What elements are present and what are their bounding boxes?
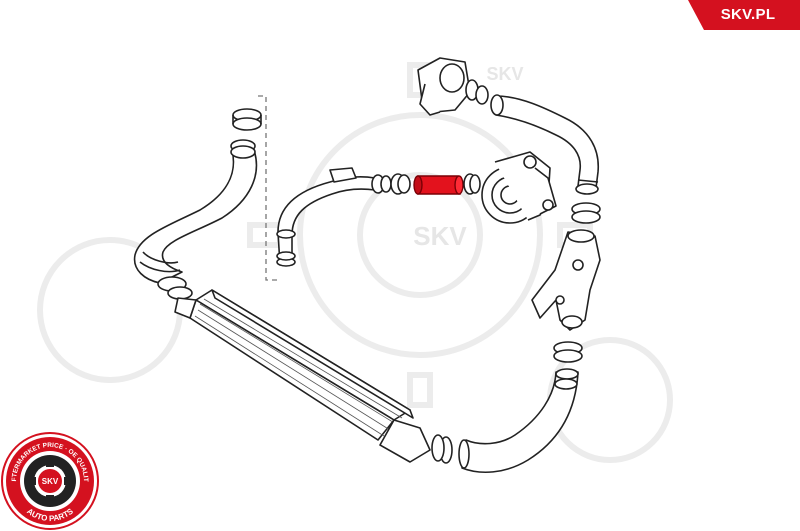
seal-top-text: AFTERMARKET PRICE · OE QUALITY (0, 0, 89, 482)
seal-logo-icon: AFTERMARKET PRICE · OE QUALITY AUTO PART… (0, 0, 99, 530)
clamp-middle (390, 173, 411, 195)
throttle-body (481, 151, 557, 224)
brand-name: SKV.PL (720, 6, 776, 23)
outlet-flange (531, 229, 601, 331)
clamp-after-highlight (463, 173, 481, 195)
lower-hose (458, 368, 579, 473)
watermark-text: SKV (413, 221, 467, 251)
clamp-right-lower (553, 341, 583, 363)
brand-badge-shape (688, 0, 800, 30)
clamp-top-left (232, 108, 262, 131)
middle-pipe (276, 167, 392, 267)
brand-badge[interactable]: SKV.PL (688, 0, 800, 30)
assembly-bracket (258, 95, 280, 281)
clamp-right-upper (571, 202, 601, 224)
intercooler (174, 289, 431, 463)
watermark-text-2: SKV (486, 64, 523, 84)
clamp-intercooler (431, 434, 453, 464)
svg-text:AFTERMARKET PRICE · OE QUALITY: AFTERMARKET PRICE · OE QUALITY (0, 0, 89, 482)
egr-valve (417, 57, 489, 116)
upper-right-hose (490, 94, 600, 195)
highlighted-hose (413, 175, 464, 195)
seal-center-text: SKV (42, 477, 59, 486)
upper-left-hose (133, 139, 258, 300)
